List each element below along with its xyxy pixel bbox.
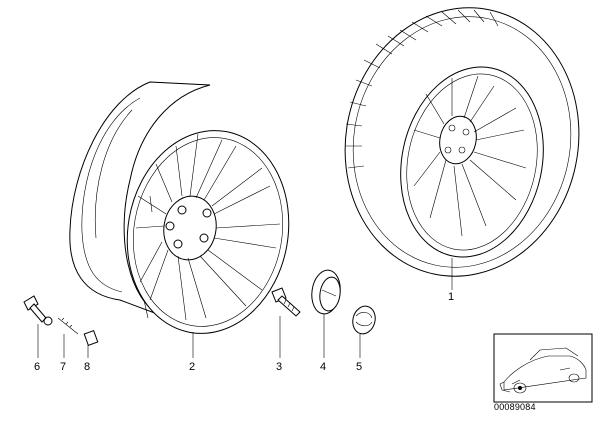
callout-6[interactable]: 6 — [34, 361, 40, 373]
callout-7[interactable]: 7 — [60, 361, 66, 373]
valve-insert-illustration[interactable] — [57, 317, 79, 335]
vehicle-location-thumbnail[interactable] — [493, 333, 593, 403]
tire-wheel-illustration[interactable] — [320, 0, 600, 298]
callout-8[interactable]: 8 — [84, 361, 90, 373]
callout-5[interactable]: 5 — [356, 361, 362, 373]
wheel-bolt-illustration[interactable] — [271, 287, 301, 317]
callout-labels: 1 2 3 4 5 6 7 8 — [34, 291, 454, 373]
hub-cap-illustration[interactable] — [309, 268, 343, 315]
callout-3[interactable]: 3 — [276, 361, 282, 373]
callout-1[interactable]: 1 — [448, 291, 454, 303]
rim-illustration[interactable] — [69, 81, 305, 346]
tire-valve-illustration[interactable] — [23, 295, 53, 326]
emblem-illustration[interactable] — [350, 304, 378, 337]
valve-cap-illustration[interactable] — [83, 330, 99, 346]
callout-2[interactable]: 2 — [189, 361, 195, 373]
leader-lines — [37, 258, 453, 358]
document-number: 00089084 — [494, 402, 536, 412]
callout-4[interactable]: 4 — [320, 361, 326, 373]
